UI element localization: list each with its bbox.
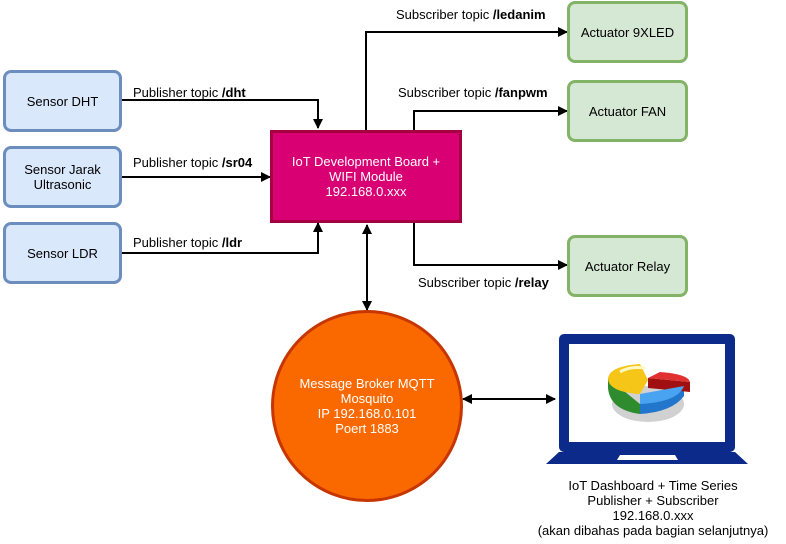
- subscriber-relay-topic: /relay: [514, 275, 549, 290]
- sensor-jarak-box: Sensor Jarak Ultrasonic: [3, 146, 122, 208]
- actuator-fan-label: Actuator FAN: [588, 103, 667, 119]
- mqtt-broker-circle: Message Broker MQTT Mosquito IP 192.168.…: [271, 310, 463, 502]
- broker-line2: Mosquito: [340, 391, 394, 406]
- dashboard-line3: 192.168.0.xxx: [612, 508, 694, 523]
- sensor-ldr-label: Sensor LDR: [27, 245, 98, 261]
- subscriber-prefix: Subscriber topic: [396, 7, 493, 22]
- subscriber-ledanim-topic: /ledanim: [492, 7, 546, 22]
- arrow-dht-to-board: [122, 99, 323, 129]
- actuator-relay-label: Actuator Relay: [584, 258, 671, 274]
- broker-line1: Message Broker MQTT: [299, 376, 435, 391]
- broker-line3: IP 192.168.0.101: [317, 406, 417, 421]
- publisher-sr04-topic: /sr04: [221, 155, 253, 170]
- arrow-ldr-to-board: [122, 222, 323, 254]
- publisher-dht-label: Publisher topic /dht: [133, 85, 246, 100]
- iot-board-box: IoT Development Board + WIFI Module 192.…: [270, 130, 462, 223]
- subscriber-ledanim-label: Subscriber topic /ledanim: [396, 7, 546, 22]
- arrow-board-to-led: [365, 27, 568, 130]
- publisher-dht-topic: /dht: [221, 85, 246, 100]
- publisher-sr04-label: Publisher topic /sr04: [133, 155, 252, 170]
- board-line1: IoT Development Board +: [291, 154, 441, 169]
- sensor-dht-box: Sensor DHT: [3, 70, 122, 132]
- dashboard-line2: Publisher + Subscriber: [587, 493, 719, 508]
- actuator-fan-box: Actuator FAN: [567, 80, 688, 142]
- publisher-ldr-topic: /ldr: [221, 235, 243, 250]
- publisher-prefix: Publisher topic: [133, 155, 222, 170]
- arrow-board-to-relay: [413, 223, 568, 270]
- sensor-jarak-label-line2: Ultrasonic: [33, 177, 92, 192]
- pie-chart-icon: [608, 364, 690, 422]
- actuator-relay-box: Actuator Relay: [567, 235, 688, 297]
- dashboard-line1: IoT Dashboard + Time Series: [568, 478, 738, 493]
- broker-line4: Poert 1883: [335, 421, 399, 436]
- sensor-dht-label: Sensor DHT: [26, 93, 99, 109]
- actuator-led-label: Actuator 9XLED: [580, 24, 675, 40]
- dashboard-line4: (akan dibahas pada bagian selanjutnya): [537, 523, 769, 538]
- actuator-led-box: Actuator 9XLED: [567, 1, 688, 63]
- arrow-board-to-fan: [413, 106, 568, 130]
- publisher-ldr-label: Publisher topic /ldr: [133, 235, 242, 250]
- subscriber-relay-label: Subscriber topic /relay: [418, 275, 549, 290]
- sensor-ldr-box: Sensor LDR: [3, 222, 122, 284]
- dashboard-caption: IoT Dashboard + Time Series Publisher + …: [520, 478, 786, 538]
- board-line2: WIFI Module: [329, 169, 403, 184]
- board-line3: 192.168.0.xxx: [325, 184, 407, 199]
- publisher-prefix: Publisher topic: [133, 235, 222, 250]
- subscriber-fanpwm-topic: /fanpwm: [494, 85, 548, 100]
- sensor-jarak-label-line1: Sensor Jarak: [24, 162, 101, 177]
- publisher-prefix: Publisher topic: [133, 85, 222, 100]
- subscriber-fanpwm-label: Subscriber topic /fanpwm: [398, 85, 548, 100]
- subscriber-prefix: Subscriber topic: [398, 85, 495, 100]
- subscriber-prefix: Subscriber topic: [418, 275, 515, 290]
